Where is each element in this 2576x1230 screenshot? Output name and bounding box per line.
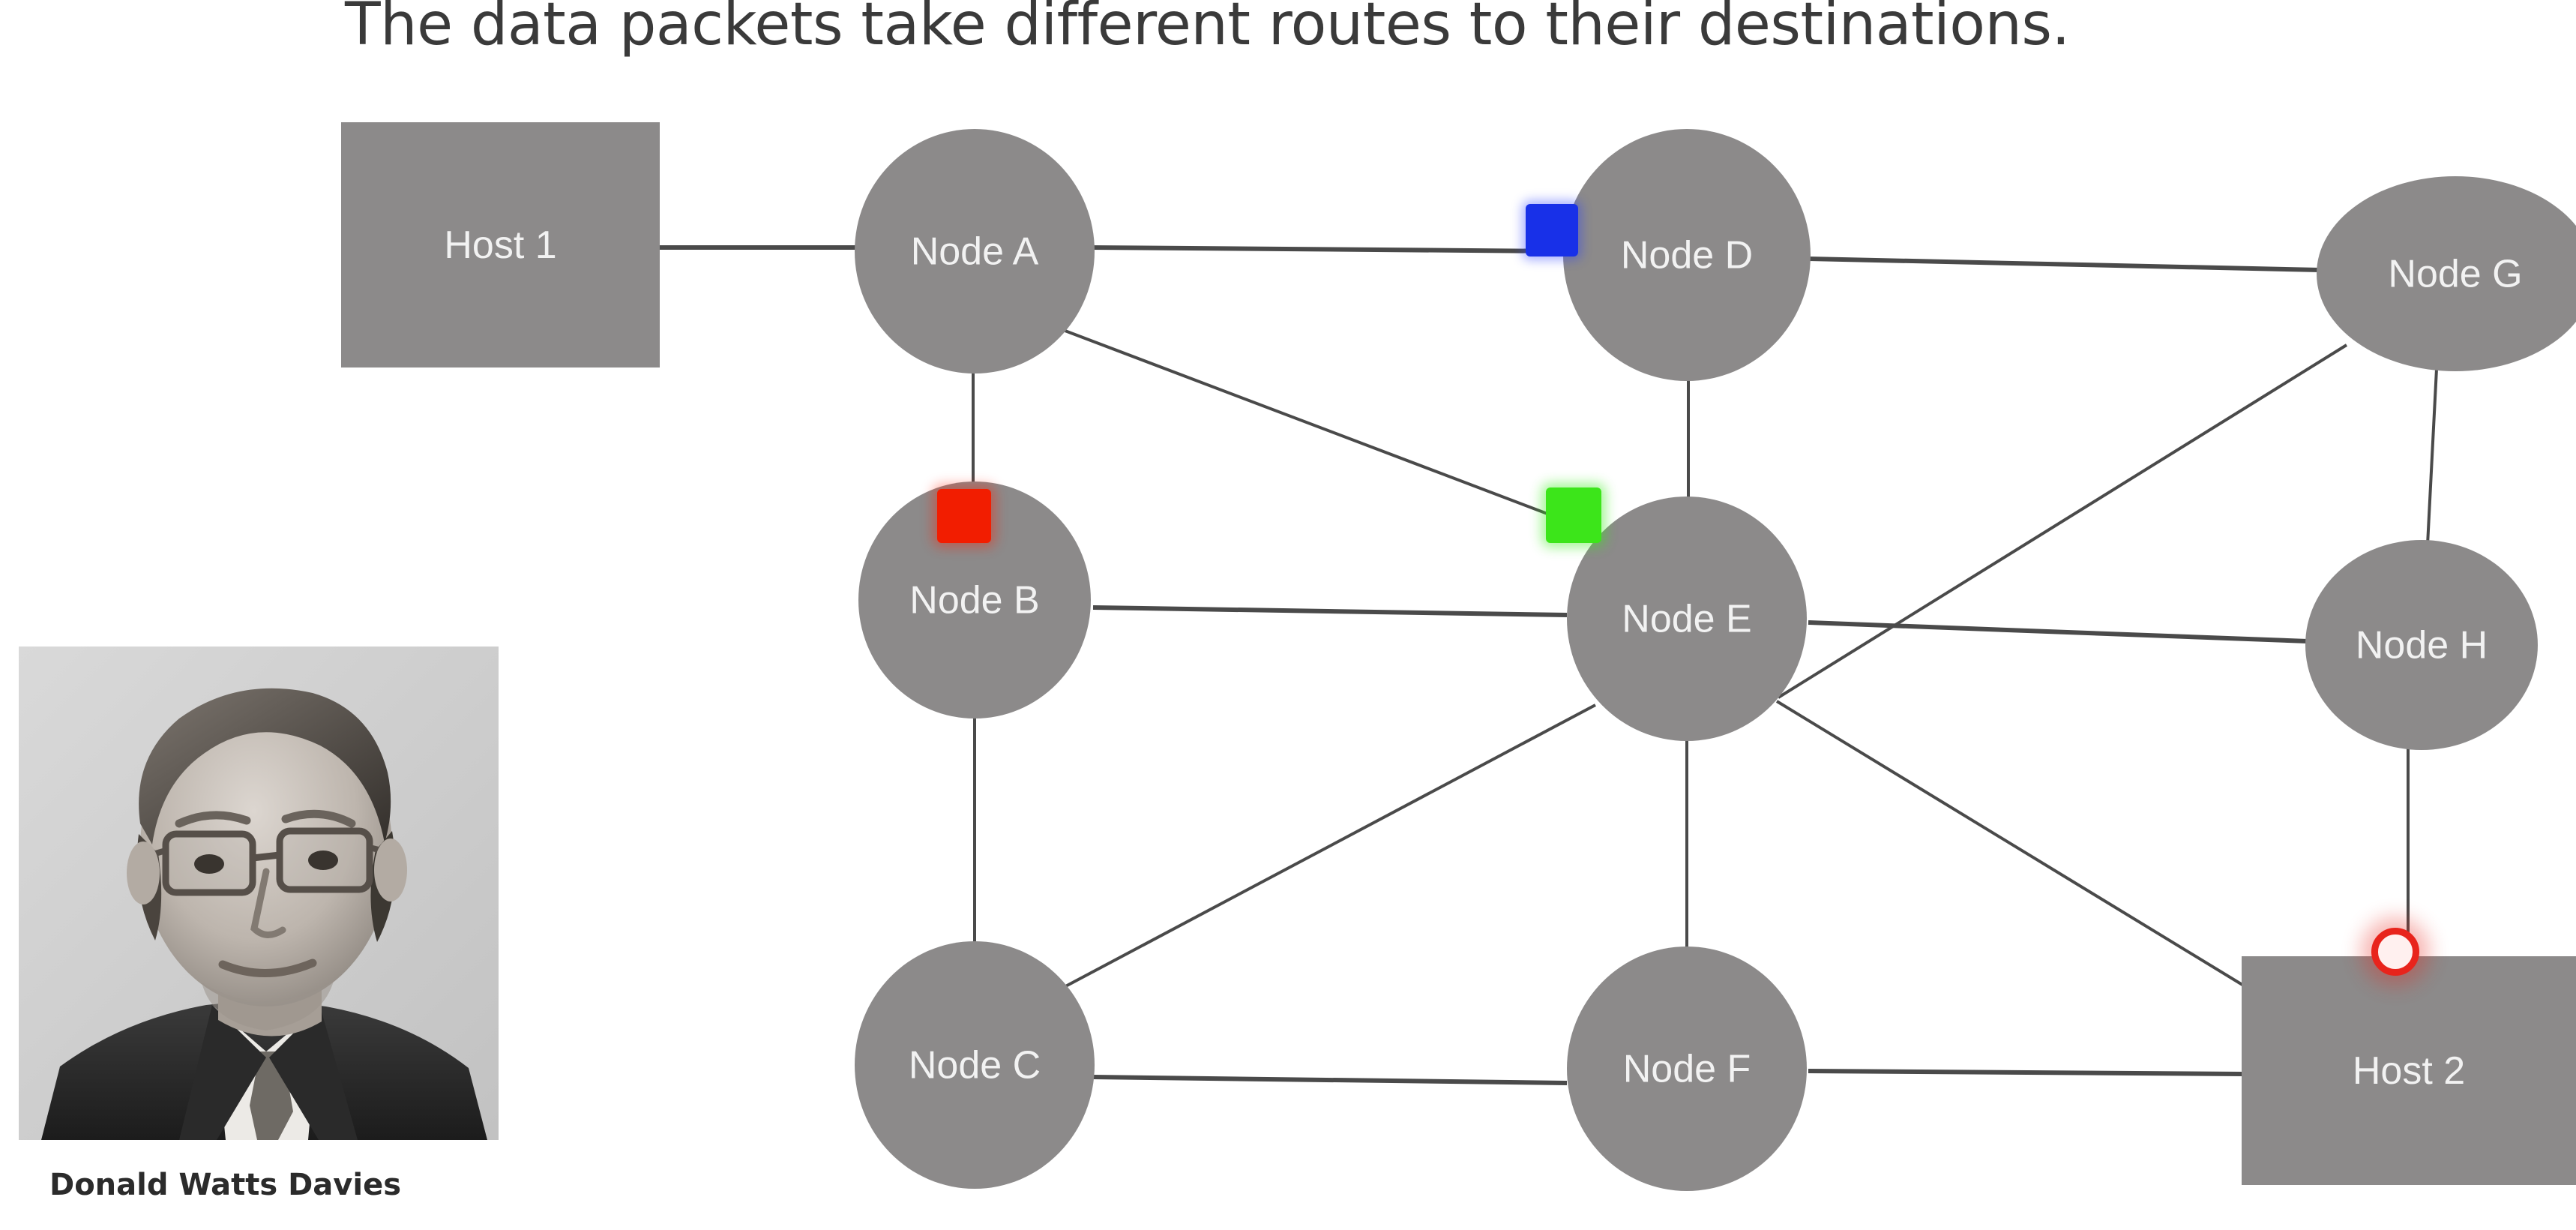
- node-label-D: Node D: [1621, 234, 1753, 278]
- portrait-image: [19, 646, 499, 1140]
- node-A[interactable]: [855, 129, 1095, 374]
- edge-layer: [660, 245, 2438, 1085]
- host-label-host2: Host 2: [2353, 1049, 2465, 1093]
- edge-F-host2: [1808, 1069, 2244, 1076]
- node-label-H: Node H: [2356, 624, 2488, 668]
- packet-red: [937, 489, 991, 543]
- portrait-caption: Donald Watts Davies: [49, 1168, 402, 1202]
- node-label-A: Node A: [911, 230, 1039, 274]
- node-G[interactable]: [2317, 176, 2576, 371]
- node-label-C: Node C: [909, 1044, 1041, 1088]
- node-layer: [341, 122, 2576, 1191]
- edge-A-D: [1090, 245, 1566, 254]
- node-label-F: Node F: [1623, 1048, 1751, 1091]
- packet-blue: [1526, 204, 1578, 256]
- page-title: The data packets take different routes t…: [345, 0, 2070, 58]
- packet-green: [1546, 488, 1601, 543]
- host-host1[interactable]: [341, 122, 660, 368]
- node-D[interactable]: [1563, 129, 1811, 381]
- node-B[interactable]: [858, 482, 1091, 718]
- node-label-layer: Host 1 Host 2 Node A Node B Node C Node D Node…: [444, 224, 2522, 1093]
- node-C[interactable]: [855, 941, 1095, 1189]
- node-F[interactable]: [1567, 946, 1807, 1191]
- host-host2[interactable]: [2242, 956, 2576, 1185]
- node-label-E: Node E: [1622, 598, 1751, 641]
- edge-E-C: [1058, 704, 1596, 992]
- mouse-cursor-icon: [2371, 928, 2419, 976]
- edge-C-F: [1092, 1075, 1568, 1085]
- edge-D-G: [1808, 256, 2321, 272]
- edge-A-E: [1062, 328, 1598, 534]
- portrait-photo: [19, 646, 499, 1140]
- node-E[interactable]: [1567, 496, 1807, 741]
- edge-G-H: [2426, 368, 2438, 545]
- node-label-G: Node G: [2388, 253, 2522, 296]
- host-label-host1: Host 1: [444, 224, 556, 267]
- edge-B-E: [1092, 605, 1568, 617]
- node-label-B: Node B: [909, 579, 1039, 622]
- edge-E-host2: [1775, 700, 2292, 1016]
- node-H[interactable]: [2305, 540, 2538, 750]
- edge-G-E: [1777, 344, 2348, 699]
